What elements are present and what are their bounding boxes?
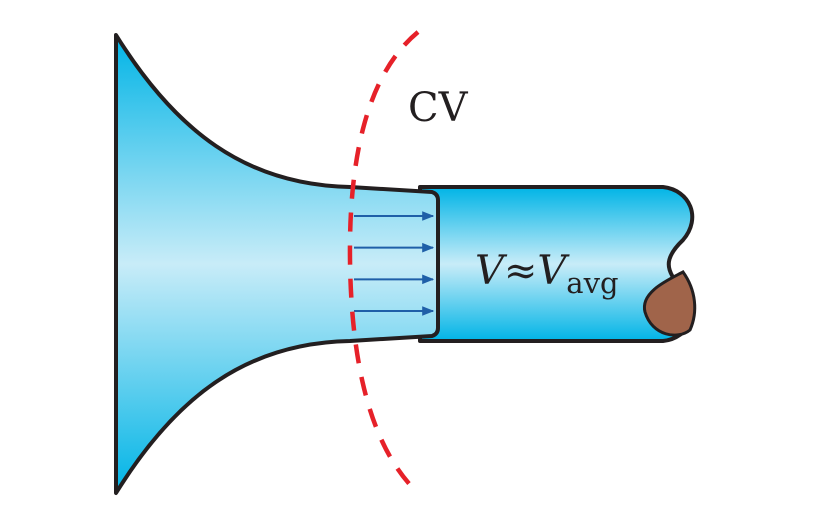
velocity-relation-label: V≈Vavg [475, 248, 619, 300]
velocity-profile-arrows [354, 211, 435, 316]
bell-mouth-inlet [114, 33, 440, 495]
control-volume-label: CV [408, 85, 469, 131]
velocity-avg-subscript: avg [566, 266, 618, 300]
pipe-cross-section [642, 270, 697, 337]
velocity-avg-symbol: V [537, 248, 570, 294]
control-volume-boundary [347, 30, 420, 495]
velocity-symbol: V [475, 248, 508, 294]
approx-symbol: ≈ [504, 248, 538, 294]
